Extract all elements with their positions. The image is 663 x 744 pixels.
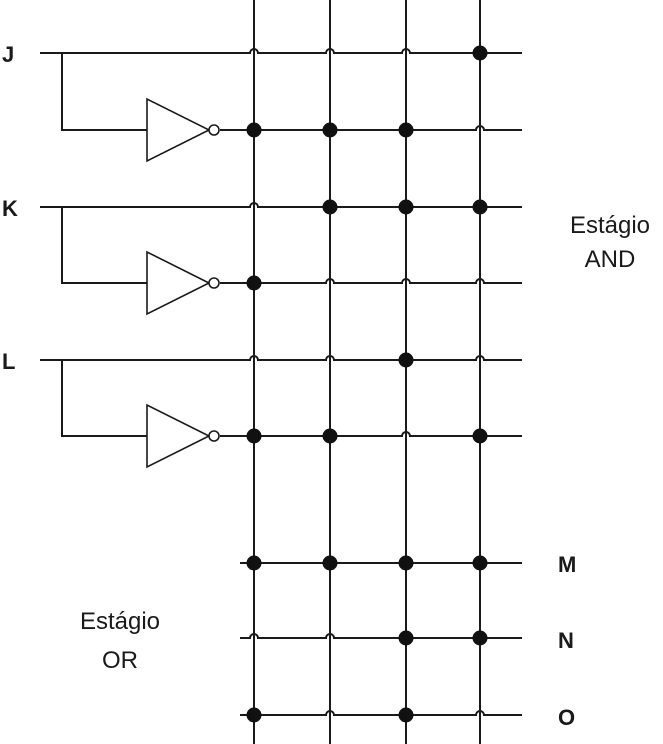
connection-dot [398, 630, 414, 646]
and-row-k [40, 202, 522, 208]
connection-dot [246, 707, 262, 723]
connection-dot [246, 555, 262, 571]
connection-dot [472, 45, 488, 61]
input-label-l: L [2, 349, 15, 374]
connection-dot [322, 555, 338, 571]
or-row-o [240, 710, 522, 716]
and-row-l [40, 355, 522, 361]
connection-dot [322, 428, 338, 444]
connection-dot [472, 428, 488, 444]
output-label-o: O [558, 705, 575, 730]
connection-dot [322, 122, 338, 138]
inverter-bubble [208, 430, 220, 442]
connection-dot [472, 199, 488, 215]
or-stage-label-line2: OR [102, 647, 138, 674]
connection-dot [246, 122, 262, 138]
connection-dot [246, 275, 262, 291]
input-label-j: J [2, 42, 14, 67]
connection-dot [472, 555, 488, 571]
and-row-j-inverted [220, 125, 522, 131]
connection-dot [398, 707, 414, 723]
inverter-layer [146, 97, 220, 469]
connection-dot [398, 555, 414, 571]
inverter-gate-l [146, 403, 211, 469]
connection-dot [472, 630, 488, 646]
inverter-gate-k [146, 250, 211, 316]
connection-dot [398, 199, 414, 215]
or-stage-label-line1: Estágio [80, 608, 160, 635]
and-stage-label-line1: Estágio [570, 212, 650, 239]
input-label-k: K [2, 196, 18, 221]
connection-layer [246, 45, 488, 723]
and-row-l-inverted [220, 431, 522, 437]
connection-dot [322, 199, 338, 215]
output-label-m: M [558, 552, 576, 577]
connection-dot [246, 428, 262, 444]
inverter-branch-l [61, 360, 147, 437]
connection-dot [398, 122, 414, 138]
connection-dot [398, 352, 414, 368]
inverter-bubble [208, 277, 220, 289]
inverter-branch-j [61, 53, 147, 131]
output-label-n: N [558, 628, 574, 653]
and-row-k-inverted [220, 278, 522, 284]
and-stage-label-line2: AND [585, 246, 636, 273]
and-row-j [40, 48, 522, 54]
inverter-branch-k [61, 207, 147, 284]
inverter-bubble [208, 124, 220, 136]
inverter-gate-j [146, 97, 211, 163]
or-row-n [240, 633, 522, 639]
